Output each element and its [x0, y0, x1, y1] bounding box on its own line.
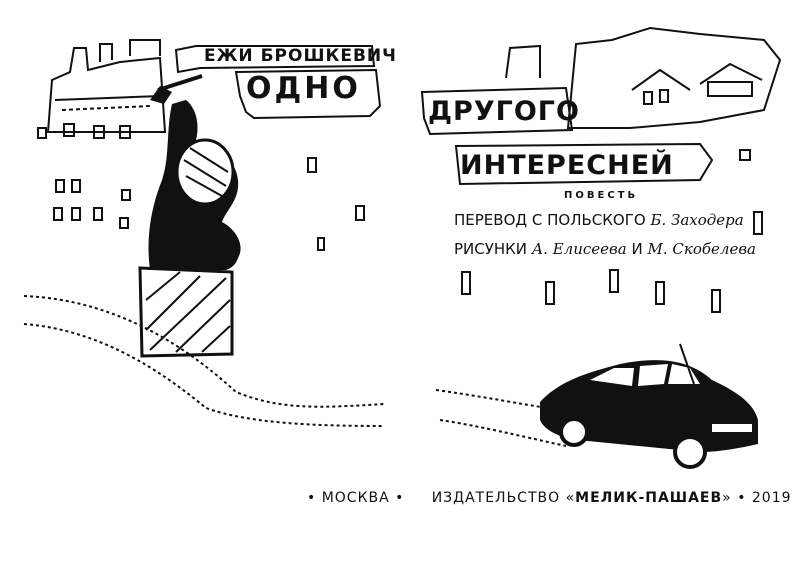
odno-banner: [234, 68, 382, 120]
translator-name: Б. Заходера: [650, 211, 744, 229]
imprint-footer: • МОСКВА • ИЗДАТЕЛЬСТВО «МЕЛИК-ПАШАЕВ» •…: [307, 491, 799, 505]
publisher-name: МЕЛИК-ПАШАЕВ: [575, 490, 723, 506]
footer-city: • МОСКВА •: [307, 490, 405, 506]
translation-credit: ПЕРЕВОД С ПОЛЬСКОГО Б. Заходера: [454, 213, 744, 228]
illustrators-joiner: И: [631, 240, 643, 258]
right-rooftops: [461, 26, 782, 313]
title-line-2: ДРУГОГО: [428, 96, 580, 127]
car: [540, 343, 758, 469]
illustrator-2: М. Скобелева: [647, 240, 757, 258]
drugogo-banner: [420, 86, 574, 136]
illustration-credit: РИСУНКИ А. Елисеева И М. Скобелева: [454, 242, 756, 257]
genre-label: ПОВЕСТЬ: [564, 190, 639, 201]
author-banner: [174, 45, 376, 74]
title-line-3: ИНТЕРЕСНЕЙ: [460, 150, 674, 181]
footer-publisher-suffix: » • 2019 •: [722, 490, 799, 506]
illustrator-1: А. Елисеева: [531, 240, 627, 258]
footer-publisher-prefix: ИЗДАТЕЛЬСТВО «: [431, 490, 576, 506]
inter-banner: [454, 142, 714, 186]
title-line-1: ОДНО: [246, 71, 361, 106]
road: [23, 295, 567, 447]
author-name: ЕЖИ БРОШКЕВИЧ: [204, 46, 397, 66]
translation-prefix: ПЕРЕВОД С ПОЛЬСКОГО: [454, 211, 646, 229]
mermaid-statue: [138, 74, 241, 358]
illustrations-prefix: РИСУНКИ: [454, 240, 528, 258]
